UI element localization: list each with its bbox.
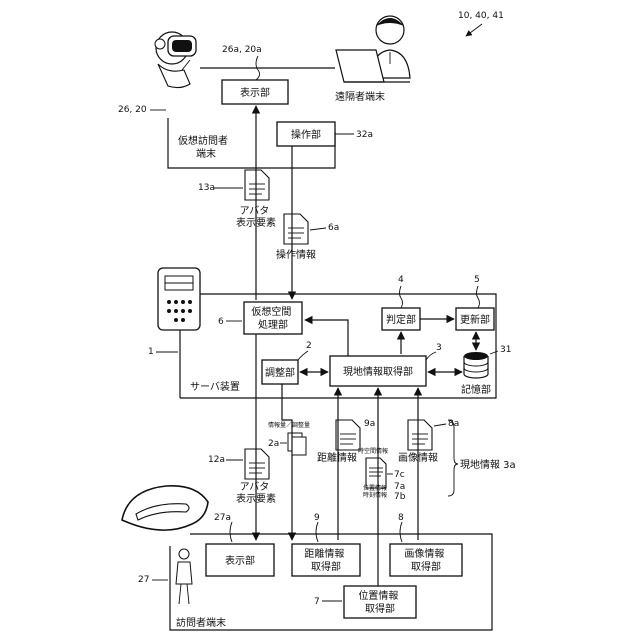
adjust-unit-ref: 2 (306, 341, 312, 351)
doc-operation-label: 操作情報 (276, 248, 316, 261)
visitor-display-unit-ref: 27a (214, 513, 231, 523)
remote-terminal-group: 遠隔者端末 表示部 26a, 20a 操作部 32a 26, 20 仮想訪問者 … (118, 16, 410, 168)
remote-operation-unit-ref: 32a (356, 130, 373, 140)
remote-terminal-name: 遠隔者端末 (335, 90, 385, 103)
server-ref: 1 (148, 347, 154, 357)
judgment-unit-ref: 4 (398, 275, 404, 285)
doc-info-amount: 情報量／調整量 2a (268, 421, 310, 455)
doc-avatar-bottom-ref: 12a (208, 455, 225, 465)
doc-time-label: 時刻情報 (363, 491, 387, 499)
virtual-space-unit-ref: 6 (218, 317, 224, 327)
update-unit-ref: 5 (474, 275, 480, 285)
image-acquire-unit-ref: 8 (398, 513, 404, 523)
headset-icon (122, 486, 208, 530)
visitor-terminal-name: 訪問者端末 (176, 616, 226, 629)
figure-ref: 10, 40, 41 (458, 11, 504, 21)
doc-distance-label: 距離情報 (317, 451, 357, 464)
server-group: 仮想空間 処理部 6 判定部 4 更新部 5 調整部 2 現地情報取得部 3 (148, 268, 511, 398)
virtual-visitor-terminal-caption: 仮想訪問者 端末 (178, 134, 231, 160)
position-acquire-unit-ref: 7 (314, 597, 320, 607)
local-info-group-label: 現地情報 3a (460, 458, 516, 471)
server-name: サーバ装置 (190, 380, 240, 393)
doc-info-amount-ref: 2a (268, 439, 279, 449)
doc-operation-ref: 6a (328, 223, 339, 233)
doc-operation-info: 6a 操作情報 (276, 214, 339, 261)
remote-terminal-ref: 26, 20 (118, 105, 147, 115)
doc-image-info: 8a 画像情報 (398, 419, 459, 464)
vr-user-icon (155, 32, 196, 88)
visitor-person-icon (176, 549, 192, 604)
server-machine-icon (158, 268, 200, 330)
remote-display-unit-ref: 26a, 20a (222, 45, 262, 55)
database-icon (464, 352, 488, 378)
doc-time-space-label: 時空間情報 (358, 447, 388, 455)
storage-unit-label: 記憶部 (461, 383, 491, 396)
distance-acquire-unit-ref: 9 (314, 513, 320, 523)
storage-unit-ref: 31 (500, 345, 511, 355)
doc-avatar-elements-top: 13a アバタ 表示要素 (198, 170, 276, 229)
doc-time-ref: 7b (394, 492, 406, 502)
doc-time-space-ref: 7c (394, 470, 405, 480)
remote-display-unit-label: 表示部 (240, 86, 270, 99)
visitor-terminal-group: 表示部 27a 距離情報 取得部 9 画像情報 取得部 8 位置情報 取得部 7… (122, 486, 492, 630)
doc-position-label: 位置情報 (363, 484, 387, 492)
visitor-display-unit-label: 表示部 (225, 554, 255, 567)
visitor-terminal-ref: 27 (138, 575, 149, 585)
doc-avatar-elements-bottom: 12a アバタ 表示要素 (208, 449, 276, 505)
adjust-unit-label: 調整部 (265, 366, 295, 379)
doc-info-amount-label: 情報量／調整量 (268, 421, 310, 429)
doc-distance-ref: 9a (364, 419, 375, 429)
update-unit-label: 更新部 (460, 313, 490, 326)
remote-user-laptop-icon (336, 16, 410, 82)
doc-avatar-top-ref: 13a (198, 183, 215, 193)
local-info-acquire-unit-ref: 3 (436, 343, 442, 353)
remote-operation-unit-label: 操作部 (291, 128, 321, 141)
doc-position-ref: 7a (394, 482, 405, 492)
local-info-acquire-unit-label: 現地情報取得部 (343, 365, 413, 378)
judgment-unit-label: 判定部 (386, 313, 416, 326)
doc-distance-info: 9a 距離情報 (317, 419, 375, 464)
